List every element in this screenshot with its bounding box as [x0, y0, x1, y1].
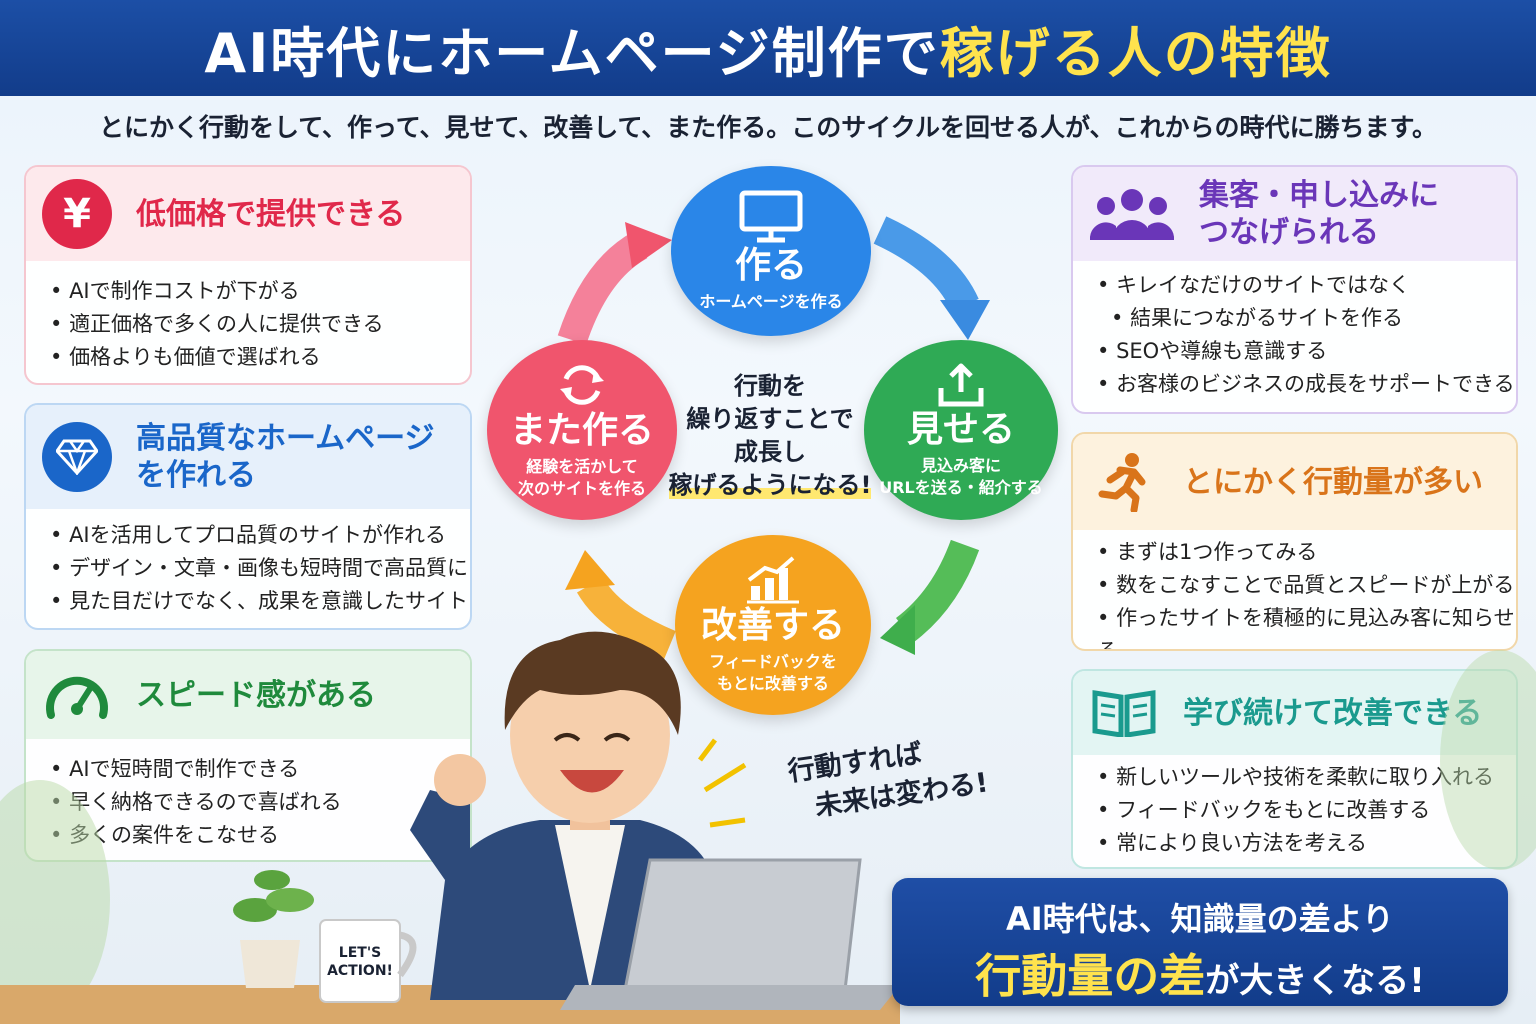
- card-action: とにかく行動量が多い まずは1つ作ってみる 数をこなすことで品質とスピードが上が…: [1071, 432, 1518, 651]
- list-item: 数をこなすことで品質とスピードが上がる: [1097, 569, 1516, 602]
- list-item: 適正価格で多くの人に提供できる: [50, 308, 470, 341]
- cycle-step-show: 見せる 見込み客に URLを送る・紹介する: [864, 340, 1058, 520]
- arrow-head: [565, 550, 615, 590]
- list-item: AIで制作コストが下がる: [50, 275, 470, 308]
- face: [510, 647, 670, 823]
- plant-pot: [240, 940, 300, 988]
- bottom-line2: 行動量の差が大きくなる!: [892, 940, 1508, 1006]
- smile: [560, 770, 624, 793]
- list-item: キレイなだけのサイトではなく: [1097, 269, 1516, 302]
- card-title: とにかく行動量が多い: [1183, 464, 1483, 500]
- arrow-remake-to-make: [557, 231, 648, 345]
- center-line-highlight: 稼げるようになる!: [668, 471, 872, 499]
- book-icon: [1089, 678, 1159, 748]
- desk: [0, 985, 900, 1024]
- laptop-screen: [623, 858, 862, 992]
- cycle-center-text: 行動を 繰り返すことで 成長し 稼げるようになる!: [660, 370, 880, 502]
- bottom-line1: AI時代は、知識量の差より: [1005, 900, 1395, 938]
- list-item: まずは1つ作ってみる: [1097, 536, 1516, 569]
- list-item: 見た目だけでなく、成果を意識したサイト: [50, 585, 470, 618]
- upload-icon: [938, 363, 984, 407]
- card-title-line2: を作れる: [136, 458, 256, 493]
- page-title: AI時代にホームページ制作で稼げる人の特徴: [204, 21, 1332, 85]
- cycle-sub: ホームページを作る: [699, 291, 843, 311]
- mug-text: LET'S ACTION!: [322, 944, 398, 980]
- cycle-sub-line2: もとに改善する: [717, 673, 829, 693]
- subtitle: とにかく行動をして、作って、見せて、改善して、また作る。このサイクルを回せる人が…: [98, 113, 1437, 142]
- jacket: [430, 820, 730, 1000]
- bar-chart-icon: [747, 556, 799, 604]
- cycle-step-remake: また作る 経験を活かして 次のサイトを作る: [487, 340, 677, 520]
- cycle-step-improve: 改善する フィードバックを もとに改善する: [675, 535, 871, 715]
- card-low-price: ¥ 低価格で提供できる AIで制作コストが下がる 適正価格で多くの人に提供できる…: [24, 165, 472, 385]
- header-banner: AI時代にホームページ制作で稼げる人の特徴: [0, 0, 1536, 96]
- list-item: 新しいツールや技術を柔軟に取り入れる: [1097, 761, 1516, 794]
- cycle-sub-line1: フィードバックを: [709, 652, 837, 671]
- card-title-line2: つなげられる: [1199, 215, 1379, 250]
- runner-icon: [1089, 447, 1159, 517]
- yen-icon: ¥: [42, 179, 112, 249]
- arrow-head: [880, 605, 915, 655]
- list-item: 早く納格できるので喜ばれる: [50, 786, 470, 819]
- laptop-base: [560, 985, 900, 1010]
- list-item: AIで短時間で制作できる: [50, 753, 470, 786]
- refresh-icon: [560, 365, 604, 405]
- diamond-icon: [42, 422, 112, 492]
- list-item: デザイン・文章・画像も短時間で高品質に: [50, 552, 470, 585]
- hair: [504, 631, 681, 735]
- bottom-rest: が大きくなる!: [1205, 961, 1425, 1001]
- card-speed: スピード感がある AIで短時間で制作できる 早く納格できるので喜ばれる 多くの案…: [24, 649, 472, 862]
- list-item: 常により良い方法を考える: [1097, 827, 1516, 860]
- people-icon: [1089, 179, 1175, 249]
- list-item: 価格よりも価値で選ばれる: [50, 341, 470, 374]
- center-line: 繰り返すことで: [686, 405, 854, 433]
- cycle-sub-line1: 経験を活かして: [526, 457, 638, 476]
- cycle-sub-line2: URLを送る・紹介する: [879, 477, 1043, 497]
- mug-text-line1: LET'S: [338, 945, 382, 961]
- card-title-line1: 集客・申し込みに: [1199, 177, 1439, 213]
- list-item: 作ったサイトを積極的に見込み客に知らせる: [1097, 602, 1516, 649]
- list-item: お客様のビジネスの成長をサポートできる: [1097, 368, 1516, 401]
- cycle-sub-line1: 見込み客に: [920, 456, 1001, 475]
- mug-text-line2: ACTION!: [327, 963, 393, 979]
- card-lead-generation: 集客・申し込みに つなげられる キレイなだけのサイトではなく 結果につながるサイ…: [1071, 165, 1518, 414]
- cycle-step-make: 作る ホームページを作る: [671, 166, 871, 336]
- cycle-label: 見せる: [906, 408, 1015, 450]
- card-high-quality: 高品質なホームページ を作れる AIを活用してプロ品質のサイトが作れる デザイン…: [24, 403, 472, 630]
- arrow-head: [625, 222, 672, 268]
- list-item: SEOや導線も意識する: [1097, 335, 1516, 368]
- arrow-make-to-show: [873, 216, 979, 312]
- arrow-head: [940, 300, 990, 340]
- list-item: フィードバックをもとに改善する: [1097, 794, 1516, 827]
- cycle-label: 作る: [734, 244, 807, 286]
- card-title-line1: 高品質なホームページ: [136, 420, 435, 456]
- callout-text: 行動すれば 未来は変わる!: [786, 727, 991, 830]
- list-item-continued: 結果につながるサイトを作る: [1097, 302, 1516, 335]
- center-line: 行動を: [734, 372, 806, 400]
- list-item: 多くの案件をこなせる: [50, 819, 470, 852]
- speedometer-icon: [42, 660, 112, 730]
- cycle-sub-line2: 次のサイトを作る: [517, 478, 646, 498]
- monitor-icon: [739, 190, 803, 243]
- card-continuous-learning: 学び続けて改善できる 新しいツールや技術を柔軟に取り入れる フィードバックをもと…: [1071, 669, 1518, 869]
- arrow-show-to-improve: [895, 539, 980, 642]
- card-title: スピード感がある: [136, 677, 376, 713]
- card-title: 学び続けて改善できる: [1183, 695, 1483, 731]
- center-line: 成長し: [734, 438, 806, 466]
- card-title: 低価格で提供できる: [136, 196, 406, 232]
- bottom-highlight: 行動量の差: [975, 949, 1206, 1003]
- bottom-message-box: AI時代は、知識量の差より 行動量の差が大きくなる!: [892, 878, 1508, 1006]
- list-item: AIを活用してプロ品質のサイトが作れる: [50, 519, 470, 552]
- cycle-label: また作る: [509, 409, 654, 451]
- arrow-improve-to-remake: [576, 577, 676, 659]
- cycle-label: 改善する: [700, 604, 845, 646]
